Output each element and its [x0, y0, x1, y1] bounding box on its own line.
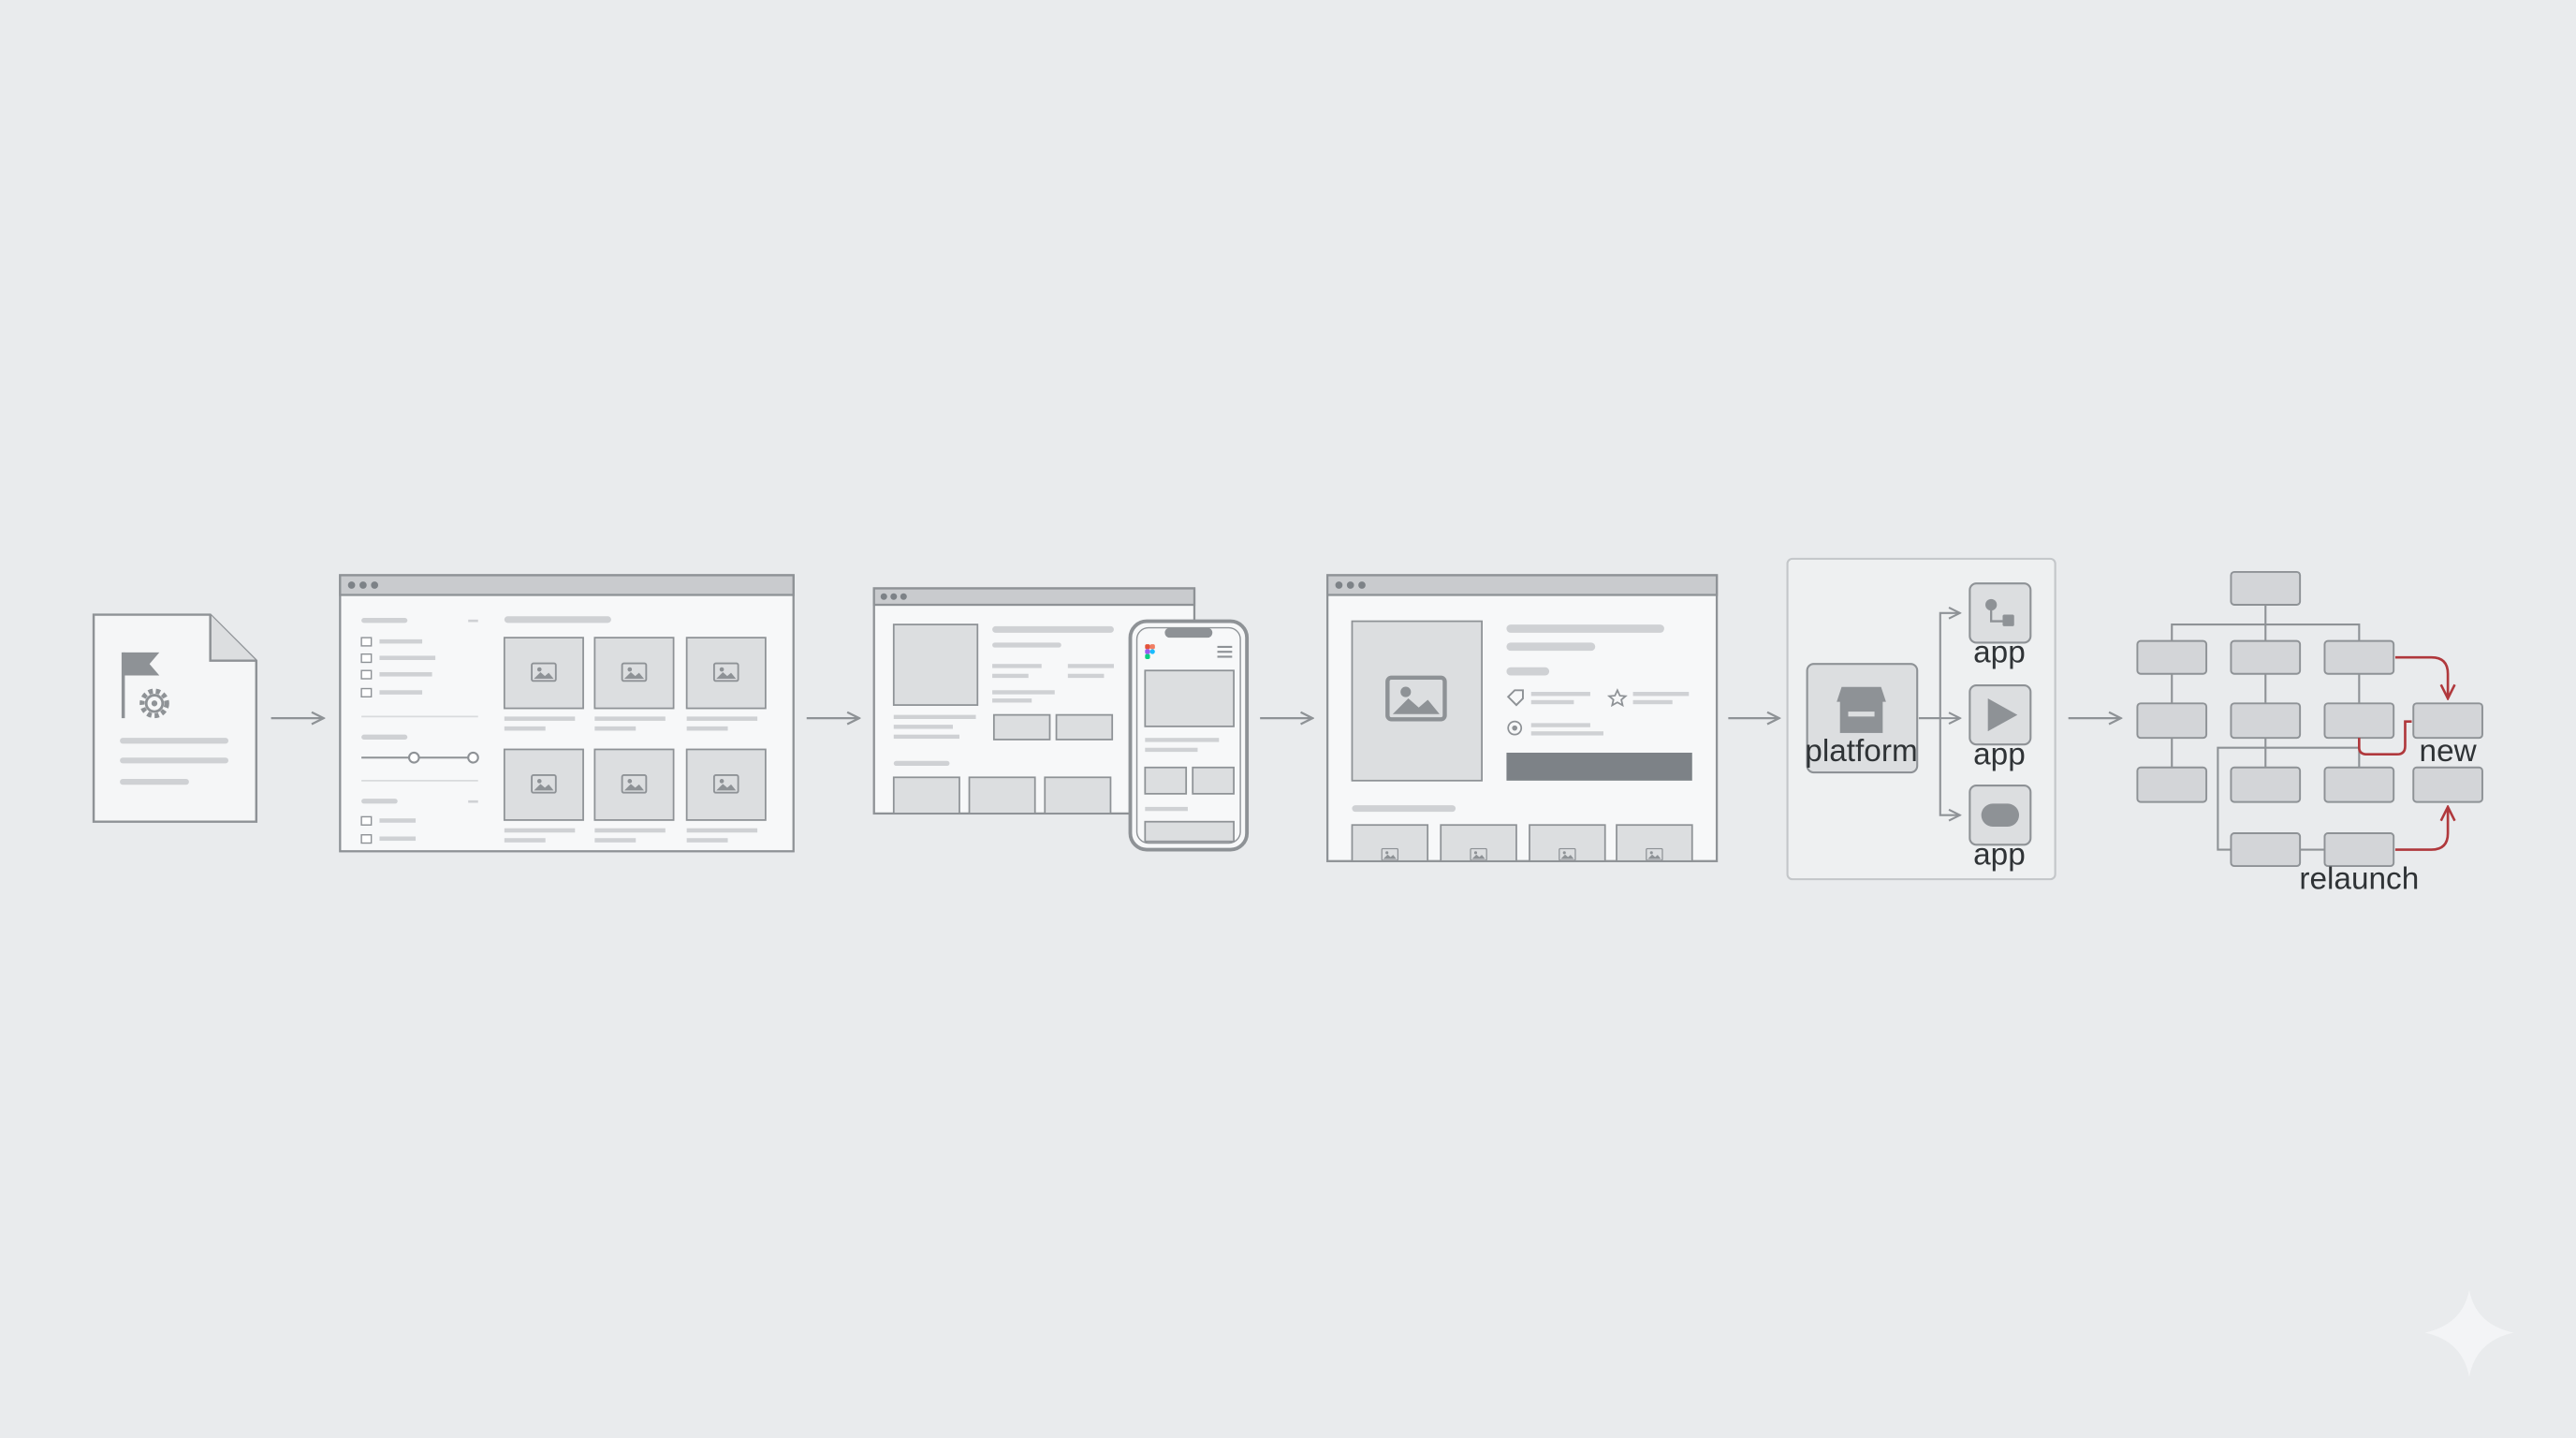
app-node-1: app — [1969, 582, 2032, 669]
new-branch-arrows — [2358, 655, 2448, 851]
phone-mockup — [1128, 619, 1250, 852]
catalog-browser-window — [339, 574, 795, 853]
tag-icon — [1506, 689, 1524, 707]
figma-logo-icon — [1145, 644, 1155, 659]
app-label-3: app — [1973, 837, 2026, 872]
storefront-icon — [1837, 686, 1886, 733]
app-label-1: app — [1973, 635, 2026, 669]
gear-icon — [139, 688, 169, 719]
flag-icon — [121, 652, 160, 719]
play-icon — [1987, 698, 2018, 732]
app-node-2: app — [1969, 683, 2032, 771]
relaunch-label: relaunch — [2299, 862, 2419, 897]
star-icon — [1606, 688, 1628, 708]
product-page-browser-window — [1325, 574, 1719, 862]
flow-nodes-icon — [1985, 598, 2014, 626]
filter-sidebar — [360, 618, 479, 844]
app-node-3: app — [1969, 785, 2032, 872]
platform-label: platform — [1805, 734, 1917, 769]
app-branches — [1918, 613, 1960, 815]
responsive-wireframe — [872, 587, 1250, 852]
tree-nodes — [2136, 570, 2483, 868]
pill-icon — [1981, 803, 2020, 827]
new-label: new — [2420, 734, 2478, 769]
menu-icon — [1217, 645, 1233, 658]
evolution-tree: new relaunch — [2136, 570, 2483, 897]
brief-document — [92, 613, 258, 823]
platform-node: platform — [1805, 663, 1919, 774]
sparkle-watermark-icon — [2424, 1289, 2514, 1377]
target-icon — [1507, 720, 1523, 736]
platform-panel: platform app app app — [1786, 557, 2056, 881]
add-to-cart-button — [1506, 752, 1692, 781]
app-label-2: app — [1973, 737, 2026, 771]
price-range-slider — [361, 751, 479, 764]
product-grid — [503, 637, 767, 843]
